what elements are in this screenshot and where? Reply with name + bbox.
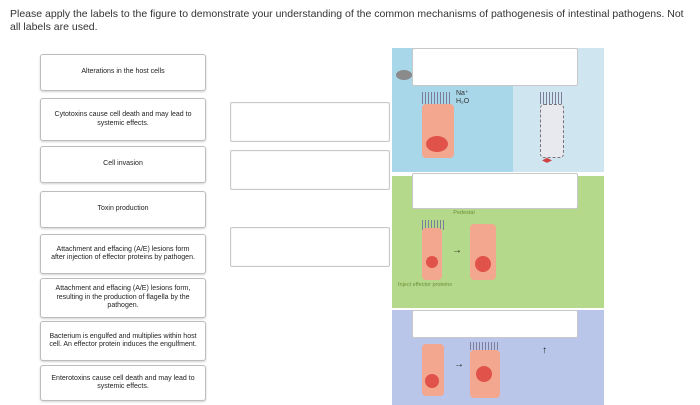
pedestal-label: Pedestal	[453, 210, 475, 216]
cell-nucleus	[426, 136, 448, 152]
arrow-right-icon-2: →	[454, 359, 464, 370]
label-engulfment[interactable]: Bacterium is engulfed and multiplies wit…	[40, 321, 206, 361]
question-instructions: Please apply the labels to the figure to…	[10, 8, 684, 33]
cell-nucleus-5	[476, 366, 492, 382]
label-enterotoxins[interactable]: Enterotoxins cause cell death and may le…	[40, 365, 206, 401]
label-alterations-host-cells[interactable]: Alterations in the host cells	[40, 54, 206, 91]
ion-label-na: Na⁺	[456, 90, 469, 97]
bacterium-icon	[396, 70, 412, 80]
label-cytotoxins[interactable]: Cytotoxins cause cell death and may lead…	[40, 98, 206, 141]
microvilli	[422, 92, 452, 104]
cell-nucleus-3	[475, 256, 491, 272]
drop-zone-2[interactable]	[230, 150, 390, 190]
arrow-icon: ◂▸	[542, 155, 553, 166]
effector-label: Inject effector proteins	[398, 282, 453, 288]
epithelial-cell-2	[422, 228, 442, 280]
figure-drop-zone-1[interactable]	[412, 48, 578, 86]
drop-zone-1[interactable]	[230, 102, 390, 142]
arrow-up-icon: ↑	[542, 345, 547, 356]
epithelial-cell-4	[422, 344, 444, 396]
cell-nucleus-4	[425, 374, 439, 388]
figure-drop-zone-3[interactable]	[412, 310, 578, 338]
ion-label-h2o: H₂O	[456, 98, 470, 105]
arrow-right-icon: →	[452, 245, 462, 256]
figure-drop-zone-2[interactable]	[412, 173, 578, 209]
microvilli-3	[470, 342, 500, 350]
cell-nucleus-2	[426, 256, 438, 268]
label-ae-flagella[interactable]: Attachment and effacing (A/E) lesions fo…	[40, 278, 206, 318]
microvilli-right	[540, 92, 564, 104]
label-ae-effector-injection[interactable]: Attachment and effacing (A/E) lesions fo…	[40, 234, 206, 274]
microvilli-2	[422, 220, 444, 230]
drop-zone-3[interactable]	[230, 227, 390, 267]
pathogenesis-figure: Na⁺ H₂O ◂▸ Pedestal → Inject effector pr…	[392, 48, 604, 405]
damaged-cell	[540, 104, 564, 158]
label-toxin-production[interactable]: Toxin production	[40, 191, 206, 228]
label-cell-invasion[interactable]: Cell invasion	[40, 146, 206, 183]
